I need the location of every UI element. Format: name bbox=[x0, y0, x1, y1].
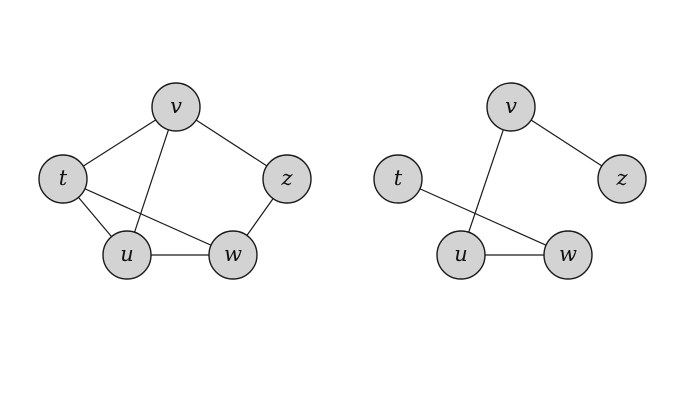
node-circle bbox=[151, 82, 201, 132]
node-label: v bbox=[505, 94, 517, 118]
node-u: u bbox=[102, 230, 152, 280]
node-label: w bbox=[559, 242, 577, 266]
node-label: z bbox=[280, 166, 293, 190]
node-t: t bbox=[38, 154, 88, 204]
node-w: w bbox=[208, 230, 258, 280]
node-label: u bbox=[454, 242, 468, 266]
node-label: z bbox=[615, 166, 628, 190]
node-circle bbox=[597, 154, 647, 204]
node-u: u bbox=[436, 230, 486, 280]
node-label: u bbox=[120, 242, 134, 266]
right-graph-nodes: v t z u w bbox=[373, 82, 647, 280]
node-w: w bbox=[543, 230, 593, 280]
node-label: v bbox=[170, 94, 182, 118]
node-circle bbox=[436, 230, 486, 280]
node-circle bbox=[208, 230, 258, 280]
node-z: z bbox=[262, 154, 312, 204]
node-circle bbox=[38, 154, 88, 204]
edge-t-w bbox=[397, 178, 569, 256]
node-v: v bbox=[486, 82, 536, 132]
node-circle bbox=[262, 154, 312, 204]
node-circle bbox=[102, 230, 152, 280]
node-label: t bbox=[59, 166, 68, 190]
node-label: w bbox=[224, 242, 242, 266]
left-graph: v t z u w bbox=[38, 82, 312, 280]
edge-t-w bbox=[62, 178, 234, 256]
node-v: v bbox=[151, 82, 201, 132]
node-circle bbox=[543, 230, 593, 280]
edge-v-u bbox=[460, 106, 512, 256]
node-circle bbox=[373, 154, 423, 204]
node-circle bbox=[486, 82, 536, 132]
node-label: t bbox=[394, 166, 403, 190]
edge-v-u bbox=[126, 106, 177, 256]
node-z: z bbox=[597, 154, 647, 204]
right-graph: v t z u w bbox=[373, 82, 647, 280]
node-t: t bbox=[373, 154, 423, 204]
left-graph-nodes: v t z u w bbox=[38, 82, 312, 280]
